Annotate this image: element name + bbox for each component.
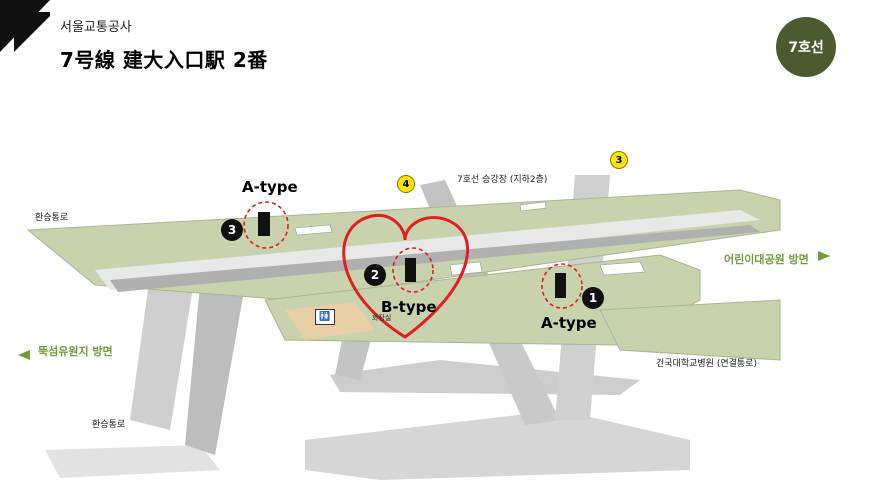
ground-slab-left — [45, 445, 220, 478]
opening — [294, 224, 333, 236]
opening — [449, 261, 483, 276]
hospital-passage — [599, 299, 781, 361]
elevator-1-number: 1 — [582, 287, 604, 309]
transfer-label-top: 환승통로 — [35, 213, 69, 223]
elevator-2-icon — [405, 258, 416, 282]
direction-right: 어린이대공원 방면 — [724, 253, 809, 266]
platform-edge — [110, 225, 760, 292]
pillar-left-1 — [130, 275, 195, 430]
direction-left: 뚝섬유원지 방면 — [38, 345, 113, 358]
elevator-1-icon — [555, 273, 566, 298]
concourse-lower — [264, 254, 701, 346]
page-title: 7号線 建大入口駅 2番 — [60, 48, 268, 72]
elevator-2-number: 2 — [364, 264, 386, 286]
elevator-1-type: A-type — [541, 314, 597, 332]
opening — [519, 201, 547, 212]
elevator-2-circle — [392, 247, 434, 293]
transfer-label-bottom: 환승통로 — [92, 420, 126, 430]
opening — [599, 261, 646, 276]
elevator-1-circle — [541, 263, 583, 309]
elevator-2-type: B-type — [381, 298, 437, 316]
elevator-3-number: 3 — [221, 219, 243, 241]
arrow-left-icon — [18, 350, 30, 360]
elevator-3-icon — [258, 212, 270, 236]
restroom-icon: 🚻 — [315, 309, 335, 325]
ground-slab — [305, 410, 690, 480]
elevator-3-type: A-type — [242, 178, 298, 196]
arrow-right-icon — [818, 251, 830, 261]
pillar-left-2 — [185, 285, 245, 455]
heart-outline — [342, 213, 470, 339]
exit-3-marker: 3 — [610, 151, 628, 169]
line-badge: 7호선 — [776, 17, 836, 77]
hospital-label: 건국대학교병원 (연결통로) — [656, 359, 757, 369]
elevator-3-circle — [243, 201, 289, 249]
restroom-label: 화장실 — [372, 314, 392, 322]
exit-4-marker: 4 — [397, 175, 415, 193]
corner-triangle-shape — [14, 12, 50, 52]
platform-label: 7호선 승강장 (지하2층) — [457, 175, 548, 185]
org-name: 서울교통공사 — [60, 20, 132, 35]
